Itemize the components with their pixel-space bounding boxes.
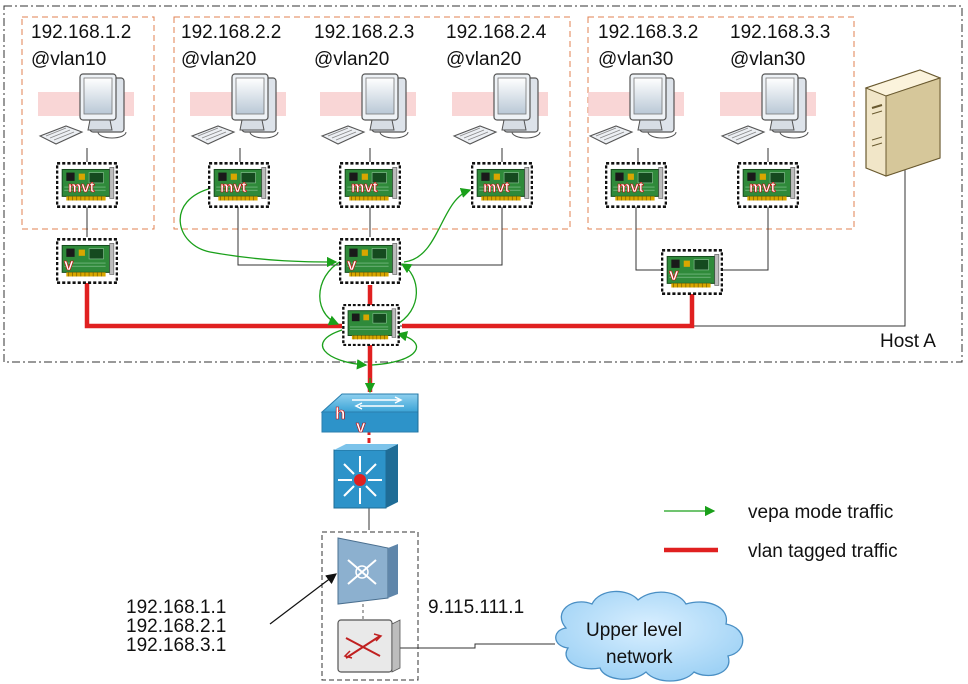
vm6-ip: 192.168.3.3 <box>730 22 830 43</box>
vm6-nic-label: mvt <box>749 179 776 196</box>
host-a-boundary <box>3 5 963 363</box>
vm5-vlan: @vlan30 <box>598 49 673 70</box>
layer3-switch-icon <box>333 444 398 509</box>
lan-wires <box>86 165 906 649</box>
vm5-nic-label: mvt <box>617 179 644 196</box>
vlan20-group <box>173 16 571 230</box>
vm4-computer-icon <box>452 73 548 145</box>
external-ip-label: 9.115.111.1 <box>428 597 524 618</box>
vm1-vlan: @vlan10 <box>31 49 106 70</box>
vlan-nic-30: v <box>661 248 723 296</box>
vm3-computer-icon <box>320 73 416 145</box>
vm3-nic-label: mvt <box>351 179 378 196</box>
vm6-vlan: @vlan30 <box>730 49 805 70</box>
server-icon <box>864 69 942 177</box>
physical-nic-icon <box>342 304 400 346</box>
mvt-nic-1: mvt <box>56 162 118 208</box>
vm2-nic-label: mvt <box>220 179 247 196</box>
host-a-label: Host A <box>880 331 936 352</box>
vm4-vlan: @vlan20 <box>446 49 521 70</box>
vm4-ip: 192.168.2.4 <box>446 22 547 43</box>
cloud-icon: Upper level network <box>555 590 744 682</box>
vm6-computer-icon <box>720 73 816 145</box>
vm5-ip: 192.168.3.2 <box>598 22 698 43</box>
edge-router-icon <box>337 619 401 673</box>
vm3-vlan: @vlan20 <box>314 49 389 70</box>
vlan20-nic-label: v <box>347 255 357 274</box>
vepa-traffic-arrows <box>179 187 472 394</box>
mvt-nic-5: mvt <box>605 162 667 208</box>
vm1-computer-icon <box>38 73 134 145</box>
gateway-ip-3: 192.168.3.1 <box>126 635 226 656</box>
vlan-nic-20: v <box>339 237 401 285</box>
vm2-computer-icon <box>190 73 286 145</box>
gateway-ip-1: 192.168.1.1 <box>126 597 226 618</box>
hypervisor-switch-icon: h v <box>320 393 419 436</box>
vm3-ip: 192.168.2.3 <box>314 22 414 43</box>
cloud-label-line1: Upper level <box>586 620 682 641</box>
vlan10-group <box>21 16 155 230</box>
legend-vepa-label: vepa mode traffic <box>748 502 893 523</box>
vm1-nic-label: mvt <box>68 179 95 196</box>
vlan10-nic-label: v <box>64 255 74 274</box>
switch-h-label: h <box>335 404 345 423</box>
vlan-tagged-lines <box>84 283 695 392</box>
switch-v-label: v <box>356 417 366 436</box>
cloud-label-line2: network <box>606 647 673 668</box>
vm2-ip: 192.168.2.2 <box>181 22 281 43</box>
vlan30-nic-label: v <box>669 265 679 284</box>
vm2-vlan: @vlan20 <box>181 49 256 70</box>
vlan30-group <box>587 16 855 230</box>
mvt-nic-6: mvt <box>737 162 799 208</box>
vlan-nic-10: v <box>56 237 118 285</box>
mvt-nic-3: mvt <box>339 162 401 208</box>
gateway-ip-2: 192.168.2.1 <box>126 616 226 637</box>
legend: vepa mode traffic vlan tagged traffic <box>664 502 898 562</box>
legend-vlan-label: vlan tagged traffic <box>748 541 898 562</box>
vm4-nic-label: mvt <box>483 179 510 196</box>
router-icon <box>337 537 398 605</box>
vm1-ip: 192.168.1.2 <box>31 22 131 43</box>
mvt-nic-2: mvt <box>208 162 270 208</box>
vm5-computer-icon <box>588 73 684 145</box>
gateway-arrow <box>269 573 337 625</box>
gateway-box <box>321 531 419 681</box>
mvt-nic-4: mvt <box>471 162 533 208</box>
